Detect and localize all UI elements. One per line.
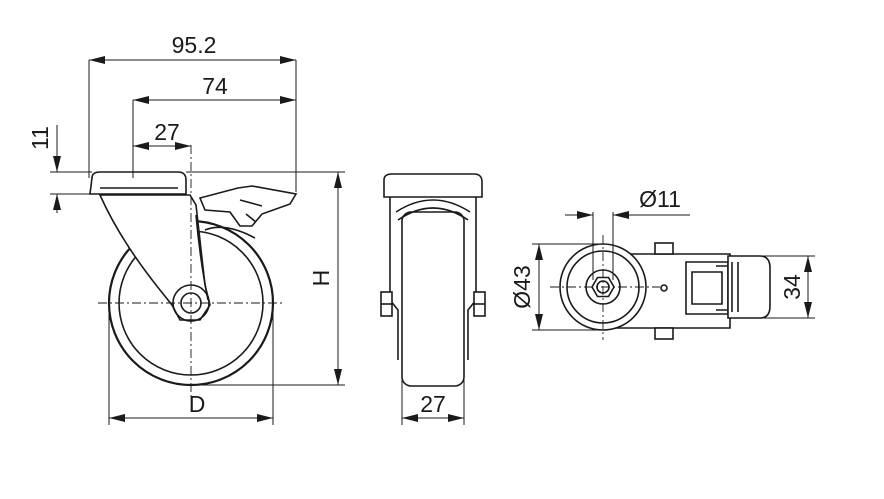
dim-bolt-hole: Ø11 xyxy=(565,186,690,280)
dim-ww-label: 27 xyxy=(420,391,446,417)
dim-43-arrow-bottom xyxy=(535,314,543,330)
dim-d-arrow-right xyxy=(257,414,273,422)
front-wheel xyxy=(401,211,465,387)
dim-plate-height: 11 xyxy=(27,125,92,213)
dim-95-arrow-right xyxy=(280,56,296,64)
dim-34-arrow-bottom xyxy=(804,302,812,318)
dim-95-arrow-left xyxy=(89,56,105,64)
dim-11h-label: Ø11 xyxy=(639,186,681,212)
side-fork-arm xyxy=(195,214,209,301)
top-brake-ribs xyxy=(731,262,739,312)
front-fork xyxy=(389,197,477,360)
dim-overall-width: 95.2 xyxy=(88,32,297,192)
dim-mount-offset: 74 xyxy=(132,73,296,178)
dim-27-label: 27 xyxy=(154,119,180,145)
side-brake-lever xyxy=(198,185,298,227)
dim-ww-arrow-right xyxy=(448,414,464,422)
dim-27-arrow-left xyxy=(133,142,149,150)
front-top-plate xyxy=(383,173,483,198)
dim-95-label: 95.2 xyxy=(172,32,217,58)
top-brake-lines xyxy=(716,265,728,311)
side-brake-detail-2 xyxy=(245,213,257,223)
top-view xyxy=(550,235,771,340)
dim-height: H xyxy=(186,171,345,386)
dim-11-arrow-bottom xyxy=(53,194,61,210)
dim-74-arrow-right xyxy=(280,96,296,104)
dim-h-arrow-bottom xyxy=(334,369,342,385)
top-brake-pedal xyxy=(727,255,771,319)
dim-11-label: 11 xyxy=(27,126,53,150)
side-fork-curve xyxy=(204,226,256,239)
dim-11h-arrow-right xyxy=(613,211,629,219)
side-fork xyxy=(98,194,211,321)
dim-h-arrow-top xyxy=(334,172,342,188)
front-view xyxy=(380,173,486,387)
dim-43-arrow-top xyxy=(535,244,543,260)
dim-34-arrow-top xyxy=(804,256,812,272)
dim-34-label: 34 xyxy=(779,274,805,300)
dim-74-arrow-left xyxy=(133,96,149,104)
dim-11-arrow-top xyxy=(53,156,61,172)
dim-brake-width: 34 xyxy=(760,255,815,319)
dim-ww-arrow-left xyxy=(402,414,418,422)
dim-h-label: H xyxy=(308,270,334,287)
dim-diameter: D xyxy=(108,303,274,425)
dim-axle-offset: 27 xyxy=(133,119,191,150)
front-fork-top xyxy=(397,207,469,221)
dim-wheel-width: 27 xyxy=(401,378,465,425)
top-nut-top xyxy=(654,242,674,255)
dim-d-arrow-left xyxy=(109,414,125,422)
top-nut-bottom xyxy=(654,327,674,340)
top-small-hole xyxy=(660,284,668,292)
side-top-plate xyxy=(89,171,187,195)
dim-d-label: D xyxy=(189,391,206,417)
dim-11h-arrow-left xyxy=(577,211,593,219)
dim-43-label: Ø43 xyxy=(509,265,535,308)
dim-plate-diameter: Ø43 xyxy=(509,243,603,331)
front-fork-top-outer xyxy=(395,199,471,213)
side-view xyxy=(89,145,298,400)
dim-74-label: 74 xyxy=(202,73,228,99)
dim-27-arrow-right xyxy=(175,142,191,150)
side-brake-detail xyxy=(239,199,263,207)
top-brake-inner xyxy=(691,271,723,305)
